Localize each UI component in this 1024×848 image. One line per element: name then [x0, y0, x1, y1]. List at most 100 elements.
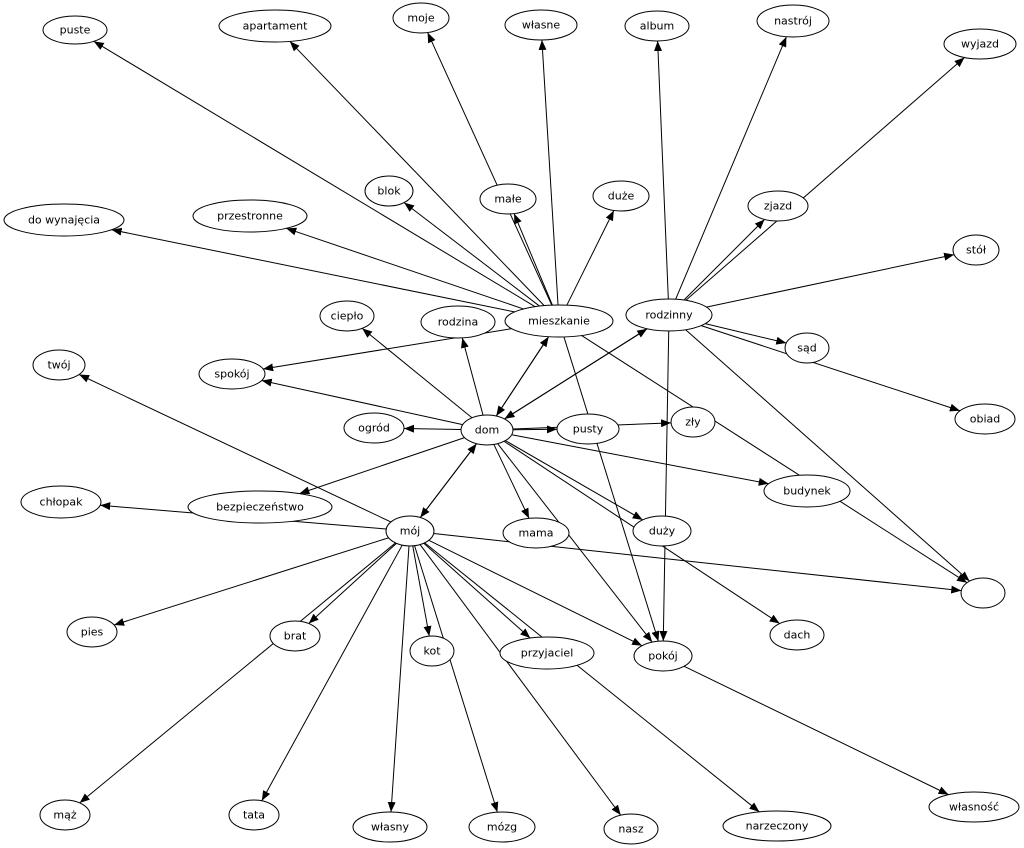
edge-moj-to-tata: [261, 544, 403, 801]
edge-mieszkanie-to-przestronne: [286, 227, 524, 310]
edge-dom-to-mieszkanie: [495, 336, 550, 417]
node-label: własny: [371, 821, 410, 834]
edge-mieszkanie-to-male: [513, 213, 553, 306]
node-nastroj[interactable]: nastrój: [756, 4, 830, 38]
node-ellipse: [784, 332, 830, 364]
edge-mieszkanie-to-apartament: [289, 41, 545, 306]
node-label: ciepło: [331, 310, 364, 323]
node-ellipse: [504, 304, 614, 338]
node-ellipse: [198, 358, 266, 390]
node-mieszkanie[interactable]: mieszkanie: [504, 304, 614, 338]
node-label: własność: [949, 801, 999, 814]
node-stol[interactable]: stół: [952, 234, 1000, 266]
node-do-wynajecia[interactable]: do wynajęcia: [3, 203, 125, 237]
edge-mieszkanie-to-wlasne: [538, 39, 559, 306]
node-dom[interactable]: dom: [460, 414, 514, 446]
node-wlasne[interactable]: własne: [504, 9, 578, 41]
node-label: wyjazd: [961, 38, 999, 51]
node-blok[interactable]: blok: [364, 175, 414, 207]
node-label: małe: [494, 193, 522, 206]
node-label: kot: [423, 645, 441, 658]
edge-rodzinny-to-nastroj: [675, 36, 787, 300]
node-wlasny[interactable]: własny: [352, 811, 428, 843]
node-twoj[interactable]: twój: [32, 349, 86, 381]
node-rodzinny[interactable]: rodzinny: [625, 298, 713, 332]
node-cieplo[interactable]: ciepło: [319, 300, 375, 332]
node-brat[interactable]: brat: [269, 620, 321, 652]
node-label: puste: [60, 24, 91, 37]
edge-rodzinny-to-obiad: [701, 325, 961, 412]
node-pies[interactable]: pies: [66, 616, 118, 648]
node-label: nasz: [618, 823, 643, 836]
node-przestronne[interactable]: przestronne: [192, 199, 308, 233]
edge-pokoj-to-wlasnosc: [683, 665, 949, 796]
node-ellipse: [504, 9, 578, 41]
node-narzeczony[interactable]: narzeczony: [722, 810, 832, 842]
node-ellipse: [409, 635, 455, 667]
node-ogrod[interactable]: ogród: [343, 412, 405, 444]
node-rodzina[interactable]: rodzina: [420, 305, 496, 339]
edge-moj-to-nasz: [419, 544, 622, 816]
node-pokoj[interactable]: pokój: [633, 640, 693, 672]
node-tata[interactable]: tata: [228, 799, 280, 831]
node-ellipse: [943, 28, 1017, 60]
edge-moj-to-pies: [113, 537, 389, 626]
node-apartament[interactable]: apartament: [218, 9, 332, 43]
node-dach[interactable]: dach: [769, 619, 825, 651]
node-ellipse: [502, 517, 570, 549]
node-label: ogród: [358, 422, 390, 435]
node-duze[interactable]: duże: [592, 180, 650, 212]
node-label: blok: [377, 185, 401, 198]
node-ellipse: [460, 414, 514, 446]
node-ellipse: [769, 619, 825, 651]
node-pusty[interactable]: pusty: [556, 413, 620, 445]
node-ellipse: [960, 577, 1006, 609]
node-ellipse: [632, 515, 692, 547]
node-moj[interactable]: mój: [385, 515, 435, 547]
node-puste[interactable]: puste: [42, 15, 108, 45]
node-label: tata: [243, 809, 265, 822]
node-mama[interactable]: mama: [502, 517, 570, 549]
node-ellipse: [66, 616, 118, 648]
node-mozg[interactable]: mózg: [468, 811, 536, 843]
edge-dom-to-rodzinny: [504, 328, 648, 420]
node-label: własne: [522, 19, 561, 32]
node-zjazd[interactable]: zjazd: [747, 190, 809, 222]
edge-dom-to-spokoj: [261, 378, 463, 426]
node-label: stół: [966, 244, 987, 257]
node-budynek[interactable]: budynek: [763, 474, 851, 508]
node-label: obiad: [970, 413, 1001, 426]
edge-dom-to-rodzina: [460, 337, 484, 416]
node-ellipse: [952, 234, 1000, 266]
edge-rodzinny-to-wyjazd: [685, 57, 965, 301]
node-sad[interactable]: sąd: [784, 332, 830, 364]
edge-mieszkanie-to-moje: [427, 32, 553, 306]
edge-dom-to-cieplo: [361, 328, 473, 419]
node-male[interactable]: małe: [479, 183, 537, 215]
node-album[interactable]: album: [624, 10, 690, 42]
node-label: mieszkanie: [528, 315, 590, 328]
node-bezpieczenstwo[interactable]: bezpieczeństwo: [187, 490, 333, 524]
node-duzy[interactable]: duży: [632, 515, 692, 547]
edge-moj-to-mozg: [414, 545, 499, 813]
node-kot[interactable]: kot: [409, 635, 455, 667]
node-ellipse: [420, 305, 496, 339]
node-empty[interactable]: [960, 577, 1006, 609]
node-zly[interactable]: zły: [670, 406, 716, 438]
node-obiad[interactable]: obiad: [954, 403, 1016, 435]
node-maz[interactable]: mąż: [39, 799, 91, 831]
node-ellipse: [269, 620, 321, 652]
node-wyjazd[interactable]: wyjazd: [943, 28, 1017, 60]
edge-mieszkanie-to-do_wynajecia: [111, 227, 515, 313]
node-wlasnosc[interactable]: własność: [928, 791, 1020, 823]
node-ellipse: [352, 811, 428, 843]
edge-dom-to-duzy: [505, 440, 643, 521]
node-chlopak[interactable]: chłopak: [20, 485, 102, 519]
node-label: zły: [685, 416, 701, 429]
node-nasz[interactable]: nasz: [603, 813, 659, 845]
edge-moj-to-dom: [419, 443, 477, 518]
edge-rodzinny-to-stol: [706, 252, 955, 308]
node-moje[interactable]: moje: [392, 2, 450, 34]
node-przyjaciel[interactable]: przyjaciel: [499, 636, 595, 670]
node-spokoj[interactable]: spokój: [198, 358, 266, 390]
